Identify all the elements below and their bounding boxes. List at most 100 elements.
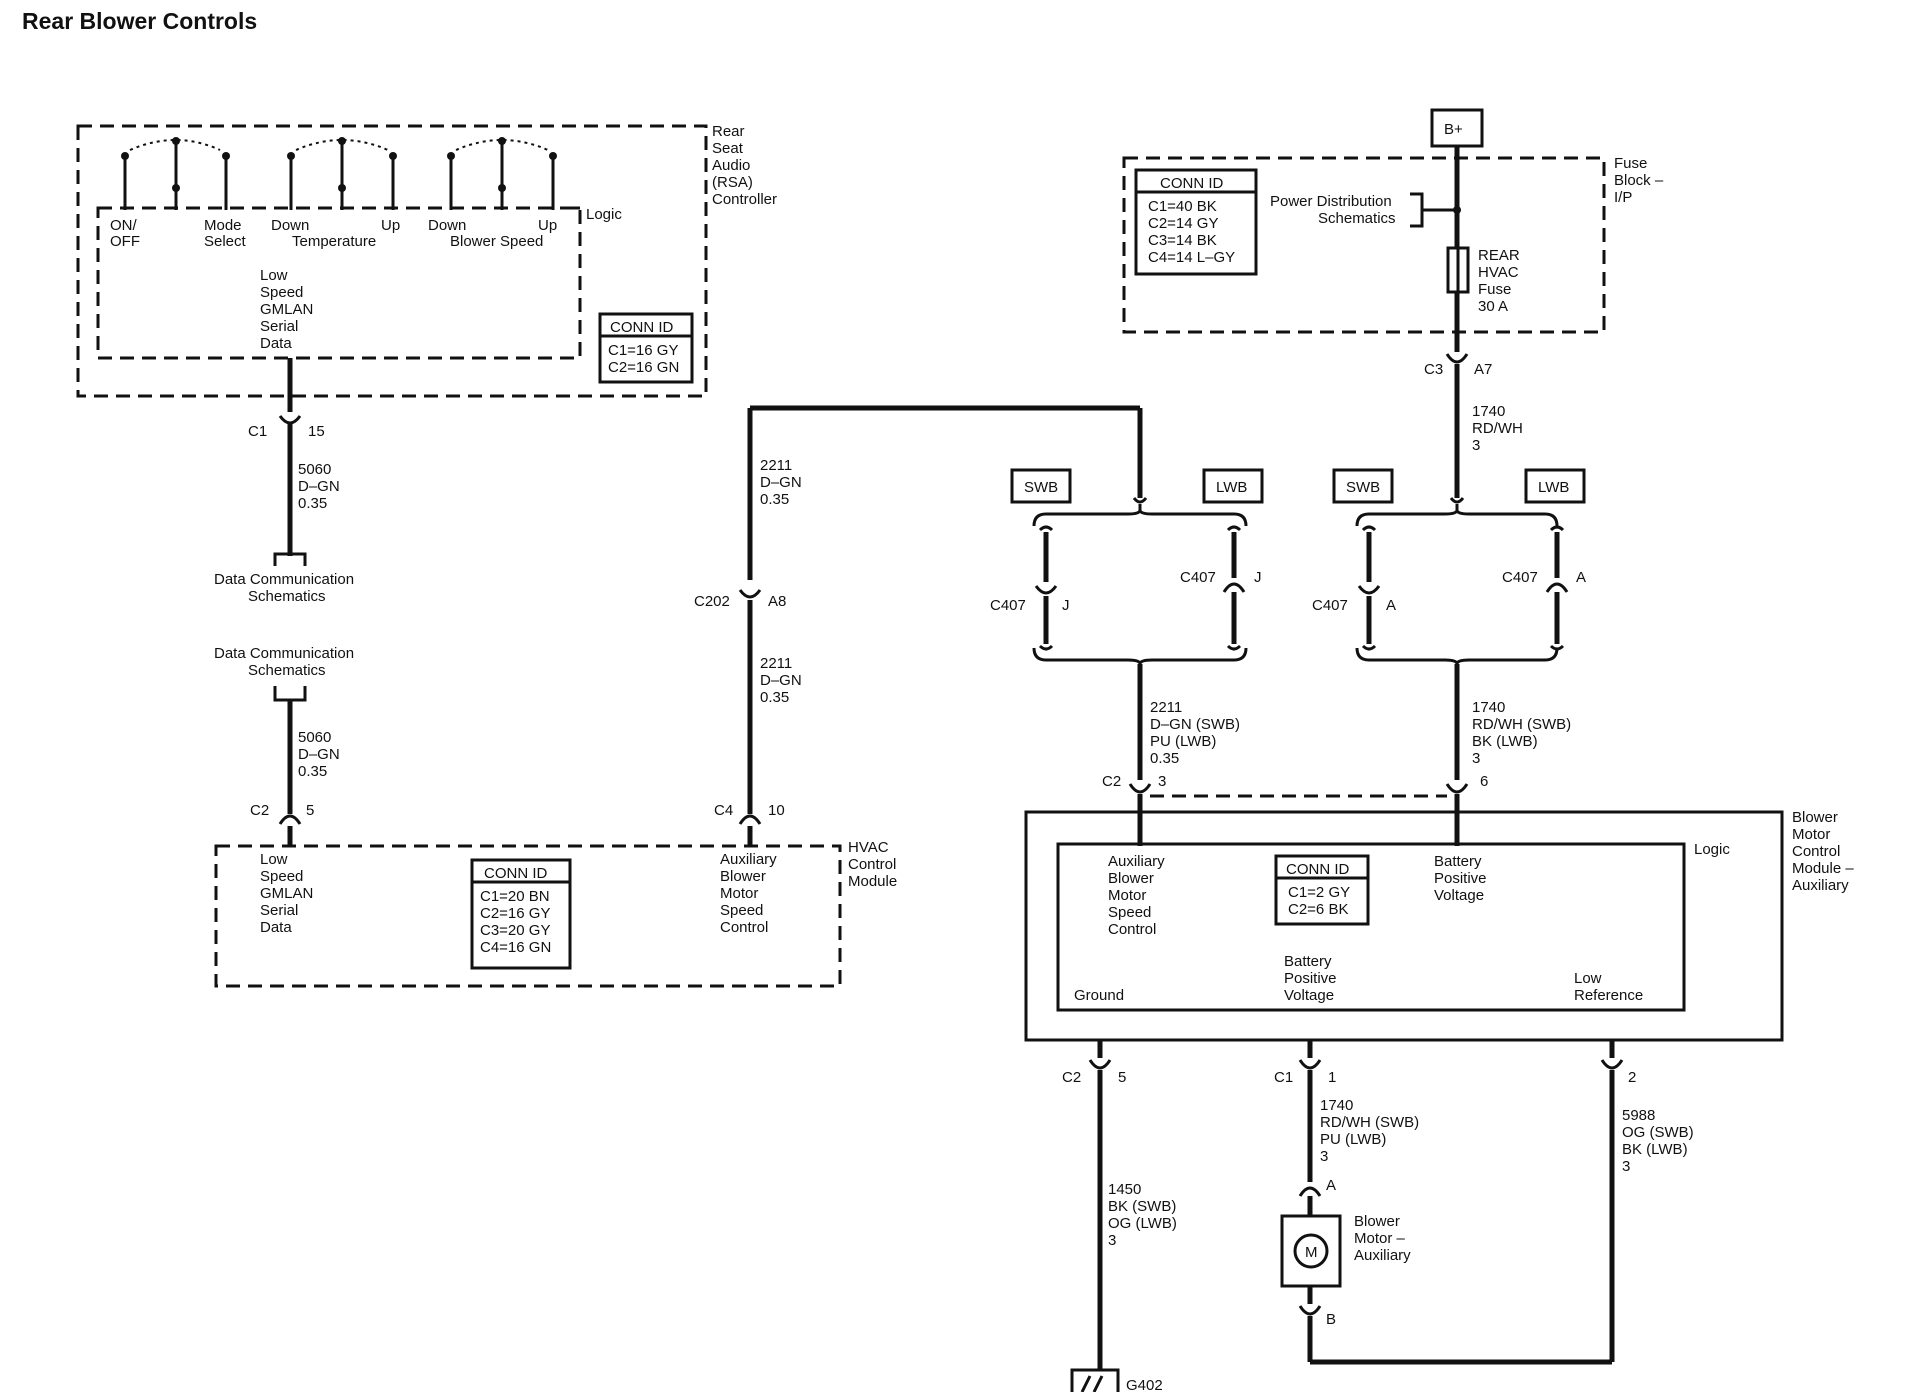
svg-text:C4=16 GN: C4=16 GN	[480, 939, 551, 956]
ground-g402-label: G402	[1126, 1377, 1163, 1392]
hvac-gmlan-label: Low Speed GMLAN Serial Data	[260, 851, 313, 936]
svg-text:OG (SWB): OG (SWB)	[1622, 1124, 1694, 1141]
svg-text:ON/: ON/	[110, 217, 138, 234]
svg-text:Audio: Audio	[712, 157, 750, 174]
svg-text:3: 3	[1472, 750, 1480, 767]
svg-text:D–GN: D–GN	[760, 474, 802, 491]
rsa-switch-contacts	[121, 137, 557, 210]
svg-text:3: 3	[1622, 1158, 1630, 1175]
svg-text:Rear: Rear	[712, 123, 745, 140]
svg-text:Reference: Reference	[1574, 987, 1643, 1004]
svg-text:C407: C407	[1502, 569, 1538, 586]
svg-text:A7: A7	[1474, 361, 1492, 378]
c1-pin: 15	[308, 423, 325, 440]
svg-text:2211: 2211	[760, 457, 792, 474]
bmcm-logic-box	[1056, 842, 1686, 1012]
wire-5060-bottom: Data Communication Schematics 5060 D–GN …	[214, 645, 354, 846]
svg-text:Schematics: Schematics	[248, 588, 326, 605]
svg-text:Speed: Speed	[1108, 904, 1151, 921]
rsa-gmlan-label: Low Speed GMLAN Serial Data	[260, 267, 313, 352]
svg-text:LWB: LWB	[1538, 479, 1569, 496]
svg-text:HVAC: HVAC	[1478, 264, 1519, 281]
svg-text:Down: Down	[428, 217, 466, 234]
lwb-tag-right	[1524, 468, 1586, 504]
svg-text:GMLAN: GMLAN	[260, 885, 313, 902]
svg-text:Schematics: Schematics	[1318, 210, 1396, 227]
svg-text:CONN ID: CONN ID	[610, 319, 674, 336]
svg-text:Serial: Serial	[260, 902, 298, 919]
hvac-outline	[214, 844, 842, 988]
svg-text:Speed: Speed	[260, 868, 303, 885]
svg-text:C407: C407	[1180, 569, 1216, 586]
rsa-name: Rear Seat Audio (RSA) Controller	[712, 123, 777, 208]
svg-text:D–GN: D–GN	[298, 746, 340, 763]
svg-text:Positive: Positive	[1434, 870, 1487, 887]
fuse-block: B+ Fuse Block – I/P CONN ID C1=40 BK C2=…	[1122, 108, 1664, 512]
svg-text:0.35: 0.35	[298, 495, 327, 512]
svg-text:Voltage: Voltage	[1284, 987, 1334, 1004]
low-reference-wire: 2 5988 OG (SWB) BK (LWB) 3	[1310, 1040, 1694, 1365]
svg-text:Blower: Blower	[1792, 809, 1838, 826]
svg-text:C3=14 BK: C3=14 BK	[1148, 232, 1217, 249]
bmcm-low-ref: Low	[1574, 970, 1602, 987]
svg-text:C1=16 GY: C1=16 GY	[608, 342, 678, 359]
svg-text:Battery: Battery	[1284, 953, 1332, 970]
svg-text:C407: C407	[1312, 597, 1348, 614]
hvac-control-module: HVAC Control Module Low Speed GMLAN Seri…	[214, 839, 897, 988]
data-comm-bottom: Data Communication	[214, 645, 354, 662]
svg-text:5988: 5988	[1622, 1107, 1655, 1124]
svg-text:Module –: Module –	[1792, 860, 1854, 877]
diagram-title: Rear Blower Controls	[22, 8, 258, 34]
svg-text:PU (LWB): PU (LWB)	[1150, 733, 1216, 750]
rsa-logic-box	[96, 206, 582, 360]
bmcm-batt-bottom: Battery Positive Voltage	[1284, 953, 1337, 1004]
svg-text:Speed: Speed	[720, 902, 763, 919]
rsa-controller: Rear Seat Audio (RSA) Controller Logic	[76, 123, 777, 398]
bmcm-batt-top: Battery Positive Voltage	[1434, 853, 1487, 904]
svg-text:RD/WH: RD/WH	[1472, 420, 1523, 437]
fuse-block-outline	[1122, 156, 1606, 334]
svg-text:B+: B+	[1444, 121, 1463, 138]
swb-tag-left	[1010, 468, 1072, 504]
svg-text:J: J	[1254, 569, 1262, 586]
svg-text:Block –: Block –	[1614, 172, 1664, 189]
svg-text:Fuse: Fuse	[1478, 281, 1511, 298]
svg-text:CONN ID: CONN ID	[484, 865, 548, 882]
svg-text:3: 3	[1158, 773, 1166, 790]
svg-text:RD/WH (SWB): RD/WH (SWB)	[1472, 716, 1571, 733]
svg-text:C1=20 BN: C1=20 BN	[480, 888, 550, 905]
lwb-tag-left	[1202, 468, 1264, 504]
rsa-logic-label: Logic	[586, 206, 622, 223]
svg-text:1450: 1450	[1108, 1181, 1141, 1198]
svg-text:5060: 5060	[298, 461, 331, 478]
svg-text:PU (LWB): PU (LWB)	[1320, 1131, 1386, 1148]
svg-text:OG (LWB): OG (LWB)	[1108, 1215, 1177, 1232]
svg-text:Control: Control	[1108, 921, 1156, 938]
svg-text:Blower Speed: Blower Speed	[450, 233, 543, 250]
svg-text:SWB: SWB	[1346, 479, 1380, 496]
svg-text:C3=20 GY: C3=20 GY	[480, 922, 550, 939]
svg-text:Down: Down	[271, 217, 309, 234]
rsa-switch-labels: ON/ OFF Mode Select Down Up Temperature …	[110, 217, 557, 250]
svg-text:Blower: Blower	[1108, 870, 1154, 887]
svg-text:Blower: Blower	[1354, 1213, 1400, 1230]
svg-text:SWB: SWB	[1024, 479, 1058, 496]
svg-text:BK (SWB): BK (SWB)	[1108, 1198, 1176, 1215]
wire-2211: C4 10 C202 A8 2211 D–GN 0.35 2211 D–GN 0…	[694, 405, 1148, 846]
svg-text:A: A	[1326, 1177, 1336, 1194]
svg-text:C2: C2	[250, 802, 269, 819]
rsa-conn-id: CONN ID C1=16 GY C2=16 GN	[598, 312, 694, 384]
svg-text:Seat: Seat	[712, 140, 744, 157]
svg-text:C2=16 GN: C2=16 GN	[608, 359, 679, 376]
svg-text:2211: 2211	[1150, 699, 1182, 716]
svg-text:0.35: 0.35	[760, 491, 789, 508]
bmcm-logic-label: Logic	[1694, 841, 1730, 858]
svg-text:Power Distribution: Power Distribution	[1270, 193, 1392, 210]
svg-text:0.35: 0.35	[760, 689, 789, 706]
svg-text:Up: Up	[381, 217, 400, 234]
svg-text:Fuse: Fuse	[1614, 155, 1647, 172]
svg-text:Module: Module	[848, 873, 897, 890]
svg-text:HVAC: HVAC	[848, 839, 889, 856]
power-distribution-ref: Power Distribution Schematics	[1270, 192, 1461, 228]
svg-text:C407: C407	[990, 597, 1026, 614]
